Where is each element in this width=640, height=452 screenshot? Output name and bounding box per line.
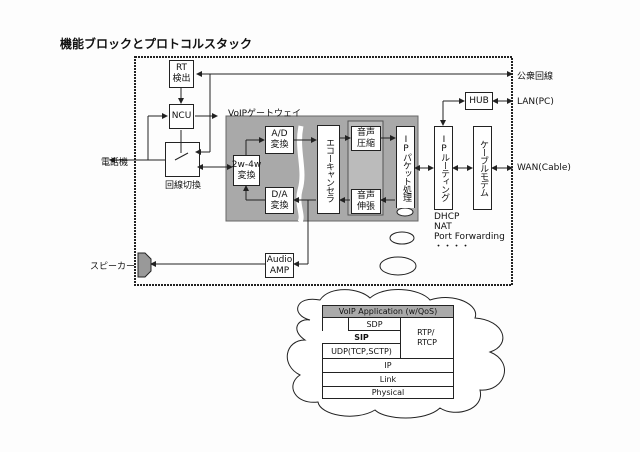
- speaker-icon: [137, 252, 152, 278]
- ip-packet-block: IPパケット処理: [396, 126, 415, 208]
- lan-label: LAN(PC): [517, 97, 554, 107]
- wan-label: WAN(Cable): [517, 163, 571, 173]
- rt-detector-block: RT 検出: [169, 60, 194, 88]
- device-boundary: [134, 56, 513, 286]
- hub-block: HUB: [465, 92, 493, 110]
- feature-nat: NAT: [434, 222, 452, 232]
- echo-canceller-block: エコーキャンセラ: [317, 125, 340, 214]
- hybrid-2w4w-block: 2w-4w 変換: [232, 155, 261, 186]
- phone-label: 電話機: [101, 158, 129, 168]
- line-switch-block: [165, 142, 200, 177]
- ad-converter-block: A/D 変換: [265, 126, 294, 154]
- cable-modem-block: ケーブルモデム: [473, 126, 492, 210]
- ncu-block: NCU: [169, 104, 194, 129]
- stack-ip: IP: [322, 358, 454, 373]
- voice-expand-block: 音声 伸張: [351, 189, 381, 214]
- feature-dhcp: DHCP: [434, 212, 460, 222]
- feature-more: ・・・・: [434, 242, 471, 252]
- ip-routing-block: IPルーティング: [434, 126, 453, 210]
- page-title: 機能ブロックとプロトコルスタック: [60, 37, 253, 51]
- line-switch-label: 回線切換: [165, 181, 202, 191]
- routing-features: DHCP NAT Port Forwarding ・・・・: [434, 212, 505, 252]
- stack-sip: SIP: [322, 331, 401, 344]
- stack-udp: UDP(TCP,SCTP): [322, 343, 401, 359]
- da-converter-block: D/A 変換: [265, 187, 294, 214]
- stack-sdp: SDP: [348, 317, 401, 331]
- stack-link: Link: [322, 372, 454, 387]
- voice-compress-block: 音声 圧縮: [351, 126, 381, 151]
- feature-port-forwarding: Port Forwarding: [434, 232, 505, 242]
- pstn-label: 公衆回線: [517, 72, 554, 82]
- stack-physical: Physical: [322, 386, 454, 399]
- voip-gateway-label: VoIPゲートウェイ: [228, 109, 302, 119]
- speaker-label: スピーカー: [90, 262, 136, 272]
- stack-rtp: RTP/ RTCP: [400, 317, 454, 359]
- audio-amp-block: Audio AMP: [265, 253, 294, 278]
